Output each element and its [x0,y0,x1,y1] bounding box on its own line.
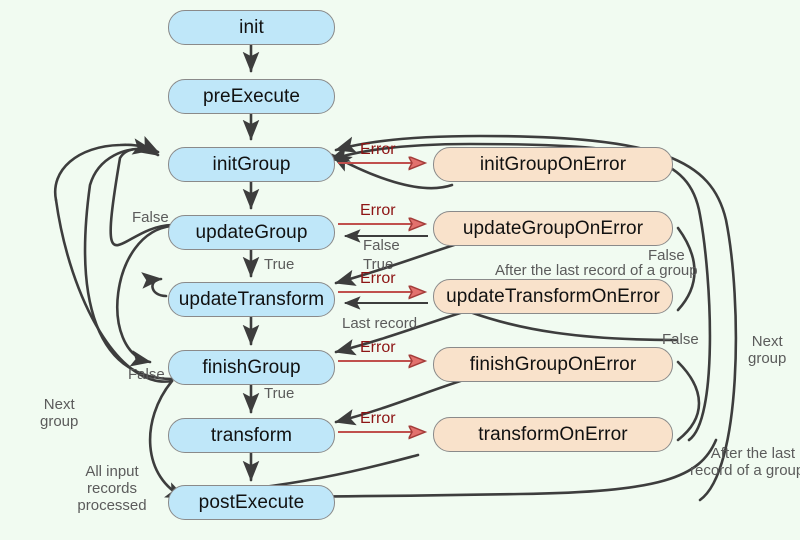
edge-finishGroupOnError-to-transform [334,376,472,426]
edge-label-error-finishGroup: Error [360,339,396,356]
next-group-right-line2: group [748,350,787,367]
node-initGroup[interactable]: initGroup [168,147,335,182]
edge-label-false-left-updateGroup: False [132,209,169,226]
next-group-right-line1: Next [751,333,783,350]
edge-updateTransform-self-loop [141,272,168,298]
next-group-left-line1: Next [43,396,75,413]
edge-label-next-group-left: Next group [40,396,78,430]
edge-last-record-curve [468,310,678,342]
after-last-record-bottom-line2: record of a group [690,462,800,479]
node-initGroupOnError[interactable]: initGroupOnError [433,147,673,182]
edge-next-group-left [54,198,174,383]
node-transformOnError-label: transformOnError [478,423,628,445]
edge-label-error-transform: Error [360,410,396,427]
node-updateTransformOnError-label: updateTransformOnError [446,285,660,307]
node-updateTransformOnError[interactable]: updateTransformOnError [433,279,673,314]
edge-next-group-right-long [334,134,738,502]
edge-finishGroup-false-to-initGroup [83,138,174,381]
edge-initGroupOnError-to-initGroup [330,153,454,190]
node-transformOnError[interactable]: transformOnError [433,417,673,452]
node-init-label: init [239,16,264,38]
edge-label-all-input-records-processed: All input records processed [64,463,160,514]
after-last-record-bottom-line1: After the last [710,445,795,462]
node-preExecute-label: preExecute [202,85,301,107]
edge-label-true-updateGroup: True [264,256,295,273]
edge-label-after-last-record-mid: After the last record of a group [495,262,698,279]
edge-label-false-right-updateGroupOnError: False [648,247,685,264]
node-transform[interactable]: transform [168,418,335,453]
node-init[interactable]: init [168,10,335,45]
edge-label-false-right-finishGroupOnError: False [662,331,699,348]
edge-label-false-left-finishGroup: False [128,366,165,383]
node-updateGroupOnError-label: updateGroupOnError [462,217,644,239]
edge-label-false-back-updateGroup: False [363,237,400,254]
edge-label-true-back-updateGroup: True [363,256,394,273]
edge-label-last-record: Last record [342,315,418,332]
node-postExecute[interactable]: postExecute [168,485,335,520]
node-updateGroupOnError[interactable]: updateGroupOnError [433,211,673,246]
node-updateGroup-label: updateGroup [195,221,308,243]
edge-updateGroup-false-to-initGroup [109,137,174,247]
edge-next-group-left-to-initGroup [53,135,160,202]
node-finishGroupOnError-label: finishGroupOnError [469,353,637,375]
node-updateGroup[interactable]: updateGroup [168,215,335,250]
node-initGroup-label: initGroup [212,153,291,175]
edge-label-error-initGroup: Error [360,141,396,158]
edge-label-next-group-right: Next group [748,333,786,367]
edge-label-error-updateGroup: Error [360,202,396,219]
node-finishGroup[interactable]: finishGroup [168,350,335,385]
edge-label-error-updateTransform: Error [360,270,396,287]
edge-label-true-finishGroup: True [264,385,295,402]
node-finishGroupOnError[interactable]: finishGroupOnError [433,347,673,382]
edge-updateTransformOnError-to-finishGroup [334,308,472,356]
edge-updateGroupOnError-false-loop [676,226,696,312]
node-transform-label: transform [210,424,293,446]
node-updateTransform[interactable]: updateTransform [168,282,335,317]
edge-updateGroup-false-to-finishGroup [116,224,174,367]
all-input-line3: processed [77,497,147,514]
node-initGroupOnError-label: initGroupOnError [479,153,627,175]
edge-updateGroupOnError-to-updateTransform [334,238,472,286]
node-postExecute-label: postExecute [198,491,305,513]
node-updateTransform-label: updateTransform [178,288,325,310]
all-input-line1: All input [85,463,139,480]
edge-label-after-last-record-bottom: After the last record of a group [690,445,800,479]
next-group-left-line2: group [40,413,79,430]
node-finishGroup-label: finishGroup [202,356,301,378]
edge-finishGroupOnError-false-loop [676,360,701,442]
node-preExecute[interactable]: preExecute [168,79,335,114]
all-input-line2: records [86,480,138,497]
